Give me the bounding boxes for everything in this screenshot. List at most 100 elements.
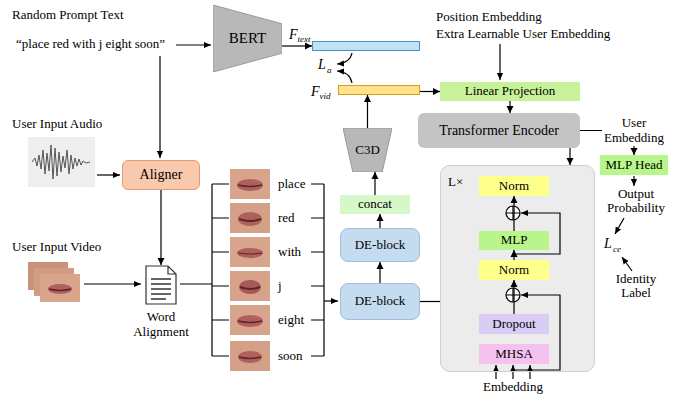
annotation-text: User Input Audio: [12, 117, 102, 131]
arrow-head: [433, 88, 440, 95]
arrow-head: [511, 280, 518, 287]
arrow-head: [511, 250, 518, 257]
word-label: eight: [278, 313, 304, 327]
arrow-head: [377, 214, 384, 221]
layer-box: MHSA: [479, 344, 549, 364]
node-text: DE-block: [355, 238, 406, 252]
annotation-text: User Input Video: [12, 240, 101, 254]
node-text: Norm: [499, 179, 529, 193]
annotation-text: Random Prompt Text: [12, 8, 124, 22]
node-text: L×: [448, 174, 463, 189]
arrow-head: [507, 106, 514, 113]
document-node: Word Alignment: [130, 265, 192, 339]
process-box: MLP Head: [600, 155, 668, 175]
node-text: F: [289, 27, 298, 42]
word-label: red: [278, 211, 295, 225]
arrow-head: [372, 172, 379, 179]
subscript: ce: [613, 245, 621, 255]
process-box: Aligner: [122, 160, 200, 190]
trapezoid-shape: [343, 128, 392, 172]
node-text: MLP Head: [606, 158, 663, 172]
process-box: Linear Projection: [440, 82, 580, 101]
word-label: j: [278, 279, 282, 293]
word-label: soon: [278, 349, 303, 363]
process-box: DE-block: [340, 228, 420, 262]
connector: [511, 250, 518, 260]
process-box: DE-block: [340, 283, 420, 320]
connector: [377, 214, 384, 228]
document-icon: [144, 265, 178, 305]
word-label: with: [278, 245, 301, 259]
connector-line: [160, 190, 161, 265]
page-outline: [146, 266, 176, 304]
bar-label: Fvid: [311, 82, 331, 100]
add-symbol: [506, 206, 520, 302]
node-text: F: [311, 84, 320, 99]
arrow-head: [631, 148, 638, 155]
word-label: place: [278, 177, 305, 191]
encoder-trapezoid: BERT: [213, 5, 282, 72]
node-text: Norm: [499, 263, 529, 277]
prompt-text: “place red with j eight soon”: [16, 37, 165, 51]
arrow-head: [158, 258, 165, 265]
bar-label: Ftext: [289, 25, 311, 43]
connector: [420, 301, 440, 302]
encoder-trapezoid: C3D: [343, 128, 392, 172]
connector: [567, 148, 574, 165]
node-text: concat: [358, 197, 392, 211]
node-text: BERT: [229, 30, 266, 47]
mouth-frames: [230, 169, 270, 371]
annotation-text: Identity Label: [604, 272, 668, 301]
node-text: MLP: [501, 233, 528, 247]
page-lines: [151, 279, 171, 299]
connector: [364, 95, 371, 128]
leader-lines: [84, 44, 634, 379]
connector: [377, 262, 384, 283]
connector: [372, 172, 379, 195]
process-box: Transformer Encoder: [418, 113, 580, 148]
node-text: vid: [320, 92, 331, 102]
connector-line: [420, 301, 440, 302]
trapezoid-shape: [213, 5, 282, 72]
loss-symbol: L: [604, 236, 612, 251]
process-box: concat: [340, 195, 410, 214]
node-text: text: [298, 35, 311, 45]
node-text: Aligner: [140, 167, 183, 182]
encoder-panel: L×NormMLPNormDropoutMHSA: [440, 165, 595, 372]
node-text: C3D: [355, 143, 380, 157]
layer-box: Norm: [479, 260, 549, 280]
layer-box: MLP: [479, 231, 549, 250]
layer-box: Norm: [479, 176, 549, 196]
node-text: Word Alignment: [130, 310, 192, 339]
connector: [420, 88, 440, 95]
node-text: MHSA: [495, 347, 533, 361]
connector: [511, 280, 518, 314]
node-text: Linear Projection: [465, 84, 556, 98]
arrow-head: [511, 196, 518, 203]
annotation-text: Output Probability: [604, 187, 668, 216]
subscript: a: [327, 66, 332, 76]
node-text: Transformer Encoder: [439, 123, 559, 138]
connector: [507, 101, 514, 113]
audio-waveform: [28, 137, 95, 187]
connector: [511, 196, 518, 231]
arrow-head: [567, 158, 574, 165]
arrow-head: [364, 95, 371, 102]
node-text: Dropout: [492, 317, 535, 331]
edge-label: User Embedding: [602, 115, 666, 146]
connector: [158, 190, 165, 265]
arrow-head: [377, 262, 384, 269]
node-text: DE-block: [355, 294, 406, 308]
loss-symbol: L: [318, 57, 326, 72]
annotation-text: Position Embedding: [436, 10, 542, 24]
layer-box: Dropout: [479, 314, 549, 334]
annotation-text: Extra Learnable User Embedding: [436, 27, 610, 41]
feature-bar: Ftext: [312, 41, 420, 51]
encoder-panel-fill: [440, 165, 595, 372]
panel-label: L×: [448, 172, 463, 190]
feature-bar: Fvid: [338, 85, 420, 95]
annotation-text: Embedding: [482, 380, 544, 394]
